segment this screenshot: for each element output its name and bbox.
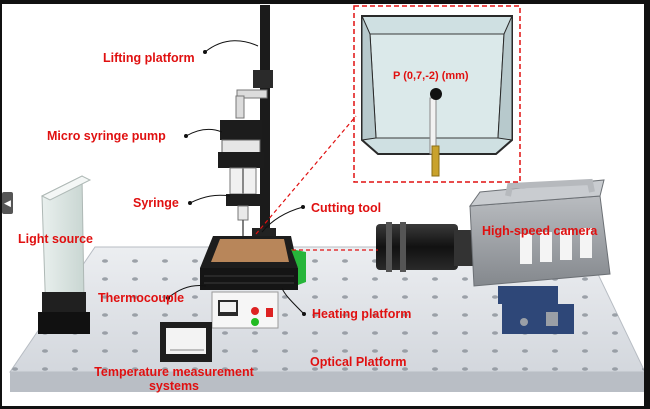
label-light-source: Light source (18, 232, 94, 246)
heating-platform (200, 236, 306, 290)
label-optical-platform: Optical Platform (310, 355, 407, 369)
chevron-left-icon[interactable]: ◀ (2, 192, 13, 214)
leader-dots (166, 50, 306, 316)
light-source (38, 175, 92, 334)
inset-zoom-frame (353, 5, 521, 183)
lifting-platform (235, 5, 276, 255)
label-cutting-tool: Cutting tool (311, 201, 382, 215)
label-temperature-measurement-line1: Temperature measurement (94, 365, 254, 379)
label-thermocouple: Thermocouple (98, 291, 185, 305)
label-temperature-measurement-systems: Temperature measurement systems (74, 365, 274, 393)
label-syringe: Syringe (133, 196, 179, 210)
label-temperature-measurement-line2: systems (148, 379, 200, 393)
micro-syringe-pump (218, 120, 264, 195)
label-heating-platform: Heating platform (312, 307, 412, 321)
label-lifting-platform: Lifting platform (103, 51, 195, 65)
syringe (226, 194, 260, 238)
zoom-connector-lines (255, 115, 378, 251)
inset-point-label: P (0,7,-2) (mm) (393, 70, 469, 82)
heater-control-box (211, 291, 279, 329)
label-high-speed-camera: High-speed camera (482, 224, 598, 238)
high-speed-camera (376, 178, 611, 334)
label-micro-syringe-pump: Micro syringe pump (47, 129, 166, 143)
leader-lines (167, 40, 305, 315)
temperature-meter (160, 322, 212, 362)
